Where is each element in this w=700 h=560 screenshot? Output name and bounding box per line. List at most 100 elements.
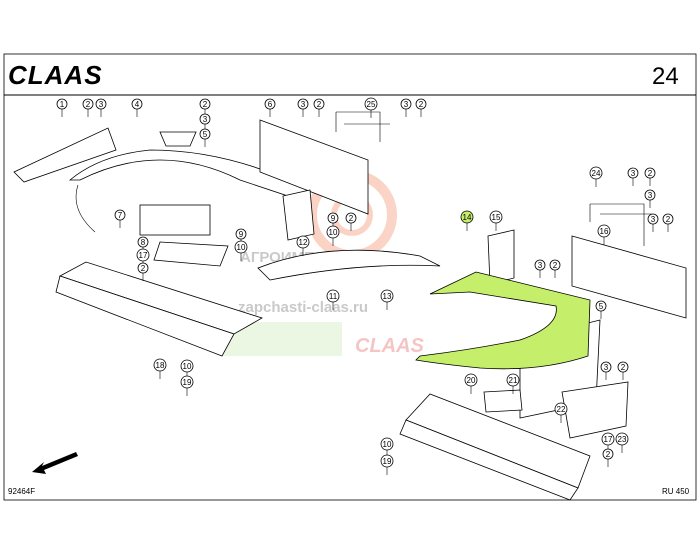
callout-label: 10 [329,228,338,237]
callout-circle [364,97,378,111]
callout-23: 23 [615,432,629,453]
callout-22: 22 [554,402,568,423]
callout-label: 2 [141,264,146,273]
callout-circle [153,358,167,372]
callout-3: 3 [644,189,656,208]
callout-10: 10 [234,240,248,261]
part-7-cover [139,204,211,236]
callout-label: 18 [156,361,165,370]
callout-label: 8 [141,238,146,247]
callout-circle [589,166,603,180]
callout-20: 20 [464,373,478,394]
callout-circle [597,224,611,238]
callout-circle [327,212,339,224]
callout-label: 1 [60,100,65,109]
part-18-skirt-side [55,275,235,357]
callout-circle [617,361,629,373]
callout-2: 2 [313,98,325,117]
callout-circle [415,98,427,110]
callout-2: 2 [662,213,674,232]
callout-17: 17 [601,432,615,453]
callout-circle [95,98,107,110]
callout-label: 3 [404,100,409,109]
callout-circle [136,248,150,262]
callout-21: 21 [506,373,520,394]
callout-18: 18 [153,358,167,379]
parts [13,111,687,501]
callout-label: 2 [606,450,611,459]
callout-label: 16 [600,227,609,236]
callout-2: 2 [602,448,614,467]
callout-4: 4 [131,98,143,117]
part-11-strip [257,249,441,281]
callout-label: 3 [648,191,653,200]
callout-19: 19 [380,454,394,475]
model-code: RU 450 [662,487,690,496]
callout-16: 16 [597,224,611,245]
callout-circle [534,259,546,271]
callout-circle [506,373,520,387]
callout-circle [235,228,247,240]
callout-label: 2 [203,100,208,109]
callout-circle [180,375,194,389]
callout-label: 3 [651,215,656,224]
callout-2: 2 [549,259,561,278]
part-6-panel [259,119,369,215]
direction-arrow-icon [32,452,78,474]
callout-circle [602,448,614,460]
callout-12: 12 [296,235,310,256]
callout-1: 1 [56,98,68,117]
callout-label: 23 [618,435,627,444]
callout-circle [345,212,357,224]
callout-5: 5 [199,128,211,147]
callout-label: 2 [666,215,671,224]
callout-label: 20 [467,376,476,385]
part-25-handle [335,111,390,142]
callout-17: 17 [136,248,150,269]
callout-circle [297,98,309,110]
callout-circle [326,225,340,239]
callout-label: 9 [331,214,336,223]
callout-circle [464,373,478,387]
callout-circle [137,262,149,274]
part-4-edge [75,184,96,233]
callout-circle [199,98,211,110]
callout-label: 5 [203,130,208,139]
callout-10: 10 [380,437,394,458]
callout-label: 2 [419,100,424,109]
callout-circle [662,213,674,225]
callout-label: 17 [139,251,148,260]
callout-circle [644,167,656,179]
callout-19: 19 [180,375,194,396]
callout-label: 4 [135,100,140,109]
callout-2: 2 [199,98,211,117]
callout-circle [615,432,629,446]
callout-3: 3 [534,259,546,278]
callout-label: 13 [383,292,392,301]
callout-2: 2 [137,262,149,281]
callout-10: 10 [180,359,194,380]
callout-circle [380,437,394,451]
part-8-strip [153,241,229,267]
callout-circle [296,235,310,249]
callout-3: 3 [600,361,612,380]
callout-circle [114,209,126,221]
callout-3: 3 [199,113,211,132]
callout-label: 14 [463,213,472,222]
callout-label: 3 [631,169,636,178]
callout-label: 25 [367,100,376,109]
page-number: 24 [652,63,679,90]
callout-3: 3 [647,213,659,232]
callout-circle [199,128,211,140]
part-5-cup [159,131,197,147]
callout-label: 19 [183,378,192,387]
callout-label: 6 [268,100,273,109]
callout-circle [600,361,612,373]
callout-circle [313,98,325,110]
figure-id: 92464F [8,487,35,496]
part-20-skirt-side [399,419,579,501]
callout-circle [326,289,340,303]
callout-circle [460,210,474,224]
